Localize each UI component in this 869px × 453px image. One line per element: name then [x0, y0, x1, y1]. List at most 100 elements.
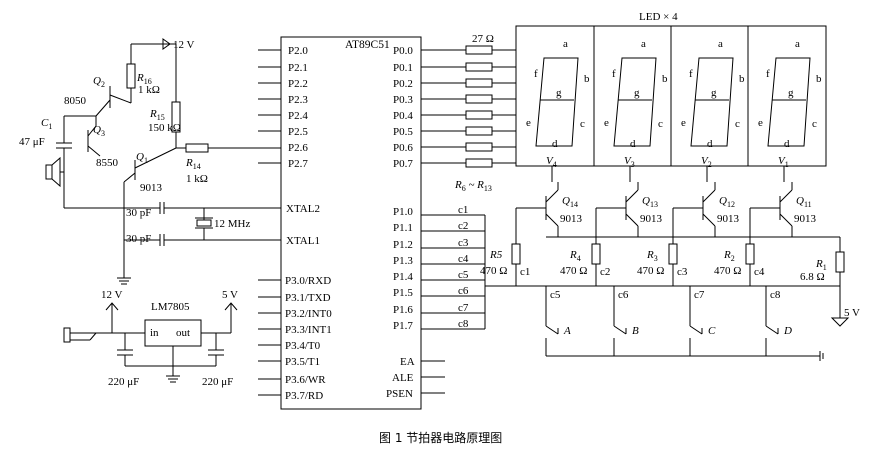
v5-reg: 5 V: [222, 289, 238, 301]
crystal-12mhz: [196, 219, 212, 227]
pin-p3-7: P3.7/RD: [285, 390, 323, 402]
segment-label-b: b: [584, 73, 590, 85]
pin-p1-2: P1.2: [393, 239, 413, 251]
driver-label-2: Q13: [642, 195, 658, 209]
segment-resistor-7: [465, 158, 493, 168]
segment-label-g: g: [634, 87, 640, 99]
key-label-C: C: [708, 325, 716, 337]
driver-type-3: 9013: [717, 213, 740, 225]
pin-p1-5: P1.5: [393, 287, 413, 299]
driver-label-3: Q12: [719, 195, 735, 209]
pin-p1-1: P1.1: [393, 222, 413, 234]
r14-value: 1 kΩ: [186, 173, 208, 185]
regulator-out: out: [176, 327, 190, 339]
net-label-p1-2: c3: [458, 237, 469, 249]
segment-label-e: e: [758, 117, 763, 129]
segment-resistor-5: [465, 126, 493, 136]
segment-resistor-3: [465, 94, 493, 104]
segment-label-a: a: [563, 38, 568, 50]
pin-p0-4: P0.4: [393, 110, 413, 122]
key-switch-C: c7C: [689, 286, 716, 356]
pin-p3-5: P3.5/T1: [285, 356, 320, 368]
segment-res-value: 27 Ω: [472, 33, 494, 45]
crystal-freq: 12 MHz: [214, 218, 250, 230]
digit-common-label-1: V4: [546, 155, 557, 169]
segment-label-e: e: [526, 117, 531, 129]
segment-label-c: c: [735, 118, 740, 130]
q3-label: Q3: [93, 124, 105, 138]
pin-p3-2: P3.2/INT0: [285, 308, 332, 320]
pin-p1-7: P1.7: [393, 320, 413, 332]
pin-p3-4: P3.4/T0: [285, 340, 321, 352]
p0-pins: P0.0 P0.1 P0.2 P0.3 P0.4 P0.5 P0.6 P0.7: [393, 45, 413, 170]
segment-label-f: f: [689, 68, 693, 80]
key-switch-A: c5A: [545, 286, 571, 356]
key-label-A: A: [563, 325, 571, 337]
net-label-key-6: c6: [618, 289, 629, 301]
base-res-label-2: R4: [569, 249, 581, 263]
r15-label: R15: [149, 108, 165, 122]
r16-label: R16: [136, 72, 152, 86]
driver-label-1: Q14: [562, 195, 578, 209]
segment-label-e: e: [681, 117, 686, 129]
driver-type-1: 9013: [560, 213, 583, 225]
speaker-cone: [51, 156, 61, 188]
base-res-label-4: R2: [723, 249, 735, 263]
v12-top: 12 V: [173, 39, 195, 51]
segment-label-d: d: [707, 138, 713, 150]
q1-label: Q1: [136, 151, 148, 165]
mcu-at89c51: AT89C51 P2.0 P2.1 P2.2 P2.3 P2.4 P2.5 P2…: [258, 36, 445, 410]
r1-resistor: [835, 251, 845, 273]
regulator-in: in: [150, 327, 159, 339]
pin-p3-6: P3.6/WR: [285, 374, 326, 386]
c-reg-left: 220 μF: [108, 376, 139, 388]
v5-right: 5 V: [844, 307, 860, 319]
segment-label-f: f: [766, 68, 770, 80]
key-label-B: B: [632, 325, 639, 337]
segment-label-d: d: [552, 138, 558, 150]
key-label-D: D: [783, 325, 792, 337]
figure-caption: 图 1 节拍器电路原理图: [379, 430, 502, 445]
r16-value: 1 kΩ: [138, 84, 160, 96]
base-res-value-4: 470 Ω: [714, 265, 741, 277]
net-label-p1-1: c2: [458, 220, 468, 232]
base-resistor-2: [591, 243, 601, 265]
segment-label-a: a: [641, 38, 646, 50]
net-label-p1-6: c7: [458, 302, 469, 314]
c-xtal-bottom: 30 pF: [126, 233, 151, 245]
base-res-value-1: 470 Ω: [480, 265, 507, 277]
base-res-value-3: 470 Ω: [637, 265, 664, 277]
segment-resistor-0: [465, 45, 493, 55]
segment-label-g: g: [556, 87, 562, 99]
digit-common-label-4: V1: [778, 155, 789, 169]
pin-p2-4: P2.4: [288, 110, 308, 122]
pin-p0-3: P0.3: [393, 94, 413, 106]
pin-p3-0: P3.0/RXD: [285, 275, 331, 287]
pin-ale: ALE: [392, 372, 414, 384]
led-title: LED × 4: [639, 11, 678, 23]
c1-value: 47 μF: [19, 136, 45, 148]
base-resistor-3: [668, 243, 678, 265]
pin-p2-0: P2.0: [288, 45, 308, 57]
q1-type: 9013: [140, 182, 163, 194]
pin-p0-1: P0.1: [393, 62, 413, 74]
driver-label-4: Q11: [796, 195, 812, 209]
net-label-base-4: c4: [754, 266, 765, 278]
pin-p1-3: P1.3: [393, 255, 413, 267]
segment-label-e: e: [604, 117, 609, 129]
q2-type: 8050: [64, 95, 87, 107]
pin-xtal2: XTAL2: [286, 203, 320, 215]
segment-resistor-6: [465, 142, 493, 152]
net-label-p1-7: c8: [458, 318, 469, 330]
q3-type: 8550: [96, 157, 119, 169]
segment-label-f: f: [534, 68, 538, 80]
pin-p3-3: P3.3/INT1: [285, 324, 332, 336]
